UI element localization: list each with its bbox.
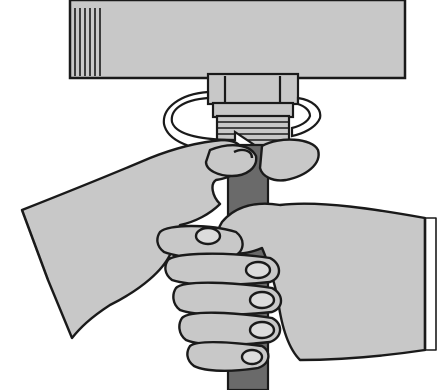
right-hand xyxy=(157,204,436,371)
cable-gland xyxy=(208,74,298,146)
pipe xyxy=(70,0,405,78)
